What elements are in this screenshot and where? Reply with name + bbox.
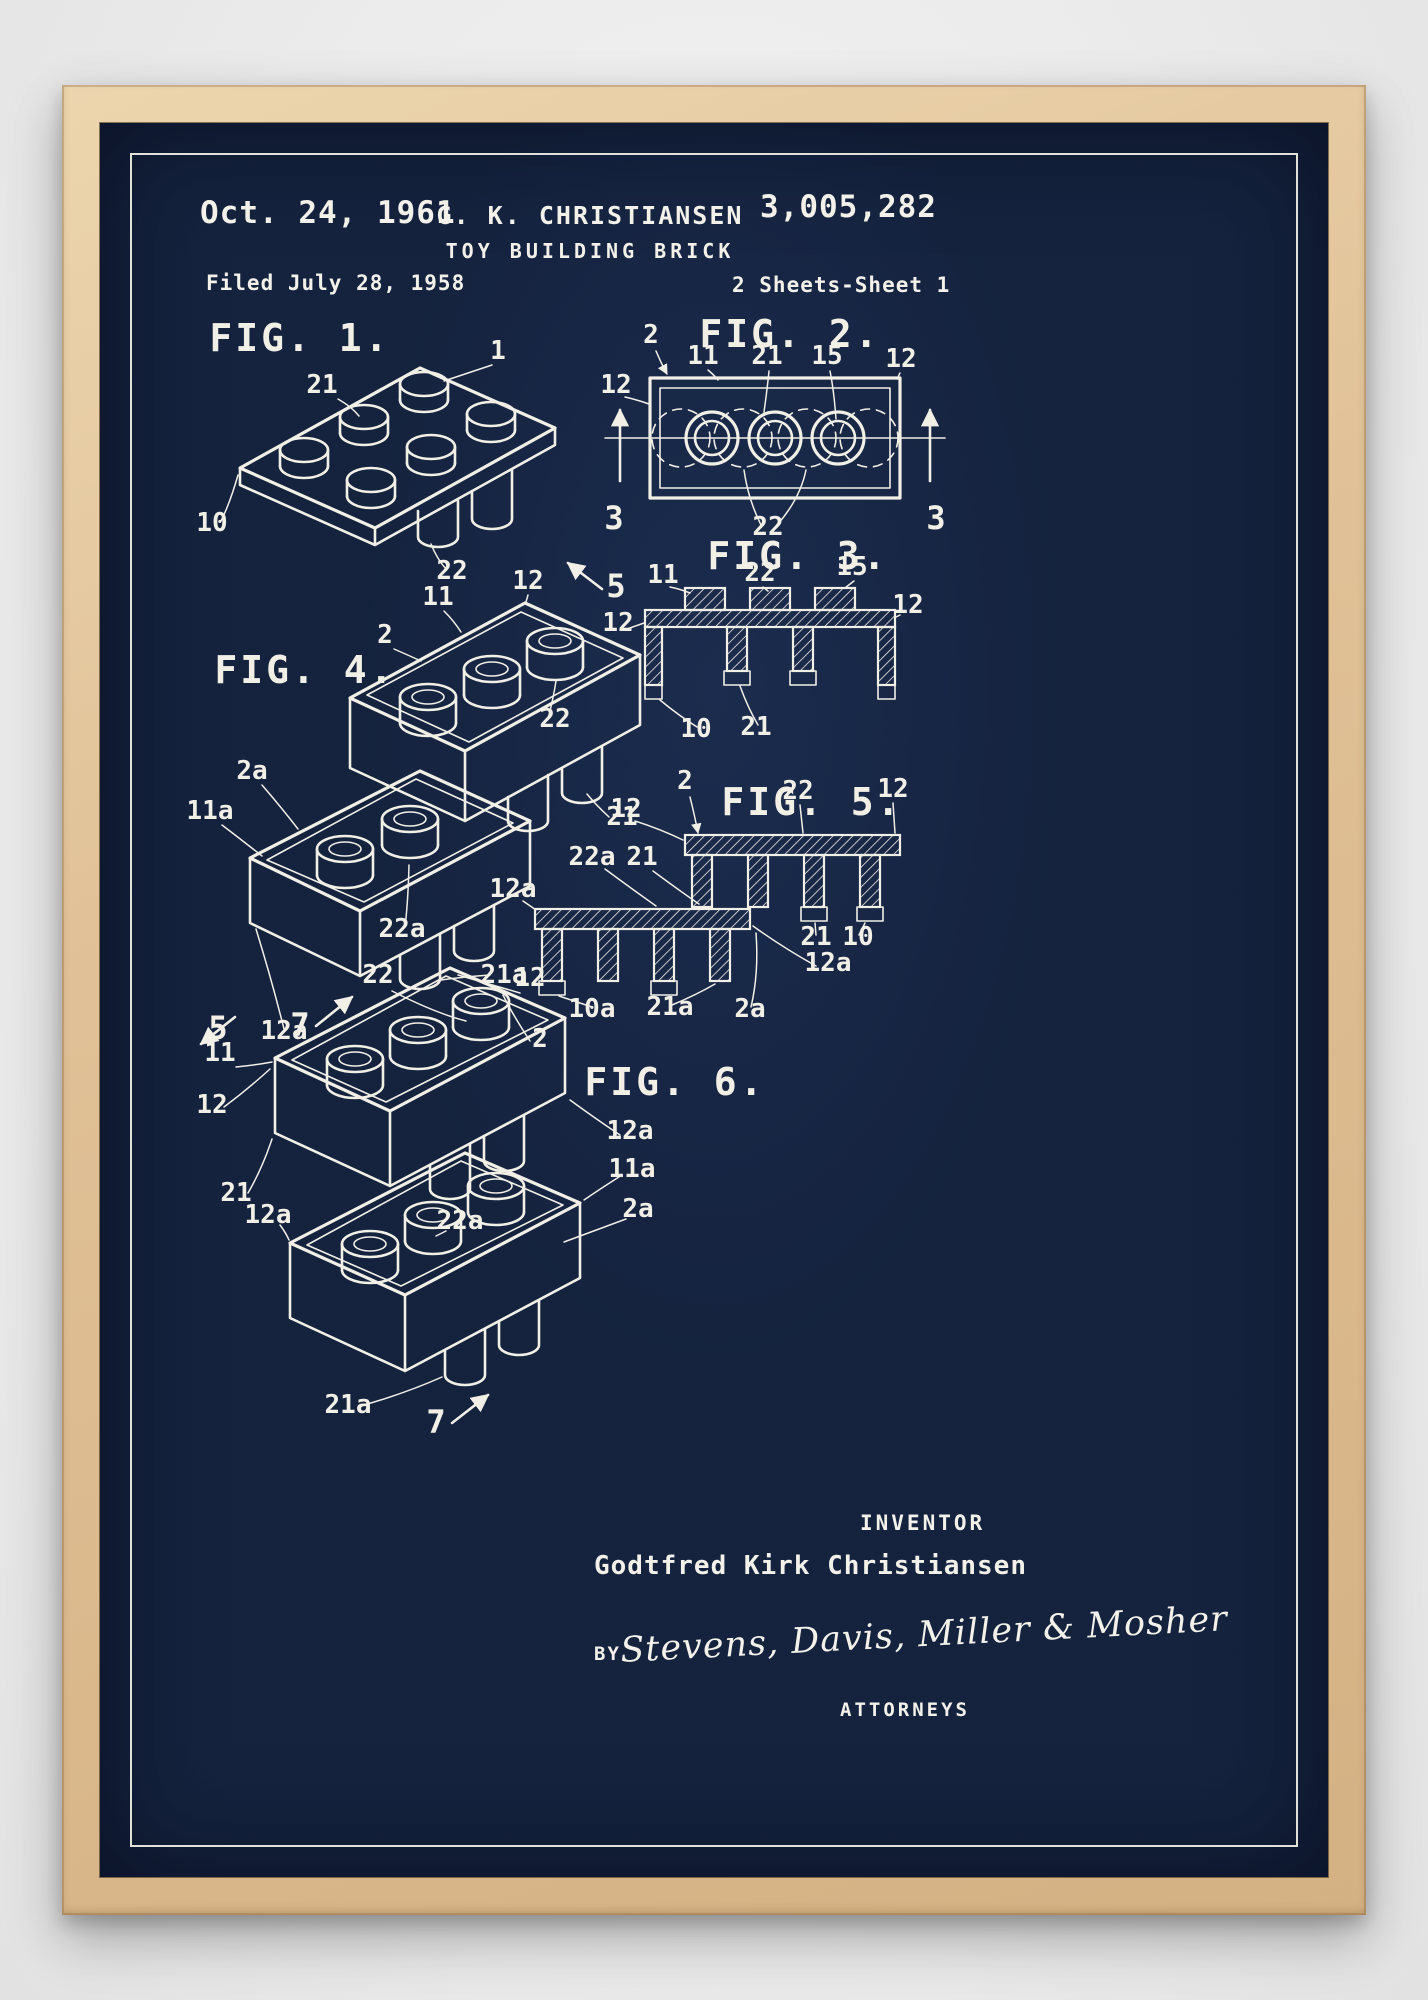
fig2-ref-label: 12 [885,344,916,374]
fig5-ref-label: 22 [782,776,813,806]
fig6-title: FIG. 6. [584,1060,765,1104]
patent-number: 3,005,282 [760,189,937,225]
fig6-ref-label: 2a [622,1194,653,1224]
fig2-section-label: 3 [604,499,623,537]
poster-frame: Oct. 24, 1961 G. K. CHRISTIANSEN TOY BUI… [62,85,1366,1915]
fig4-drawing: FIG. 4. [187,561,642,1047]
fig5-ref-label: 12 [877,774,908,804]
fig4-ref-label: 21 [606,802,637,832]
patent-title: TOY BUILDING BRICK [445,239,735,263]
fig6-leaders [223,974,627,1406]
fig5-ref-label: 12 [610,794,641,824]
fig6-ref-label: 22a [437,1206,484,1236]
fig5-title: FIG. 5. [721,780,902,824]
inventor-label: INVENTOR [860,1511,986,1535]
fig5-ref-label: 2a [734,994,765,1024]
fig4-section-label: 5 [208,1009,227,1047]
fig3-ref-label: 12 [892,590,923,620]
fig6-ref-label: 2 [532,1024,548,1054]
fig2-leaders [624,350,901,526]
fig4-ref-label: 2a [236,756,267,786]
fig2-ref-label: 2 [643,320,659,350]
fig4-leaders [221,594,610,1030]
fig3-drawing: FIG. 3. [602,534,923,744]
fig5-ref-label: 12a [490,874,537,904]
fig1-ref-label: 1 [490,336,506,366]
fig6-section-label: 7 [426,1403,445,1441]
fig6-ref-label: 21 [220,1178,251,1208]
fig2-title: FIG. 2. [699,312,880,356]
fig5-leaders [522,796,896,1008]
inventor-short-name: G. K. CHRISTIANSEN [436,201,744,230]
fig5-ref-label: 22a [569,842,616,872]
fig3-ref-label: 11 [647,560,678,590]
fig3-title: FIG. 3. [707,534,888,578]
fig6-drawing: FIG. 6. [196,960,765,1441]
fig5-ref-label: 10a [569,994,616,1024]
fig2-ref-label: 22 [752,512,783,542]
fig1-ref-label: 10 [196,508,227,538]
fig1-leaders [220,364,493,570]
fig3-ref-label: 22 [744,558,775,588]
fig2-drawing: FIG. 2. [600,312,946,542]
fig3-ref-label: 21 [740,712,771,742]
fig2-ref-label: 21 [751,341,782,371]
fig5-drawing: FIG. 5. [490,766,909,1024]
fig6-ref-label: 12a [607,1116,654,1146]
fig2-ref-label: 11 [687,341,718,371]
fig6-ref-label: 12 [514,963,545,993]
patent-drawing-svg: FIG. 1. [187,312,946,1441]
fig3-ref-label: 15 [836,552,867,582]
fig4-ref-label: 22a [379,914,426,944]
fig1-title: FIG. 1. [209,316,390,360]
fig6-ref-label: 22 [362,960,393,990]
patent-date: Oct. 24, 1961 [200,195,456,231]
filed-date: Filed July 28, 1958 [206,271,466,295]
fig4-ref-label: 11 [422,582,453,612]
fig4-title: FIG. 4. [214,648,395,692]
fig1-ref-label: 22 [436,556,467,586]
fig3-leaders [626,580,901,728]
fig6-ref-label: 21a [325,1390,372,1420]
fig2-ref-label: 12 [600,370,631,400]
fig4-ref-label: 12 [512,566,543,596]
by-label: BY [594,1643,621,1665]
fig5-ref-label: 2 [677,766,693,796]
attorneys-label: ATTORNEYS [840,1699,970,1721]
fig5-ref-label: 10 [842,922,873,952]
sheet-info: 2 Sheets-Sheet 1 [732,273,951,297]
fig5-ref-label: 21 [626,842,657,872]
fig6-ref-label: 11 [204,1038,235,1068]
fig1-drawing: FIG. 1. [196,316,557,586]
inventor-name: Godtfred Kirk Christiansen [594,1551,1027,1581]
fig6-ref-label: 12 [196,1090,227,1120]
patent-poster: Oct. 24, 1961 G. K. CHRISTIANSEN TOY BUI… [100,123,1328,1877]
fig5-ref-label: 12a [805,948,852,978]
fig2-ref-label: 15 [811,341,842,371]
fig4-ref-label: 2 [377,620,393,650]
fig3-ref-label: 10 [680,714,711,744]
fig1-ref-label: 21 [306,370,337,400]
fig4-section-label: 5 [606,567,625,605]
fig6-section-label: 7 [290,1006,309,1044]
fig5-ref-label: 21 [800,922,831,952]
fig6-ref-label: 11a [609,1154,656,1184]
fig4-ref-label: 12a [261,1016,308,1046]
fig6-ref-label: 12a [245,1200,292,1230]
fig5-ref-label: 21a [647,992,694,1022]
fig4-ref-label: 11a [187,796,234,826]
fig4-ref-label: 22 [539,704,570,734]
fig2-section-label: 3 [926,499,945,537]
fig3-ref-label: 12 [602,608,633,638]
